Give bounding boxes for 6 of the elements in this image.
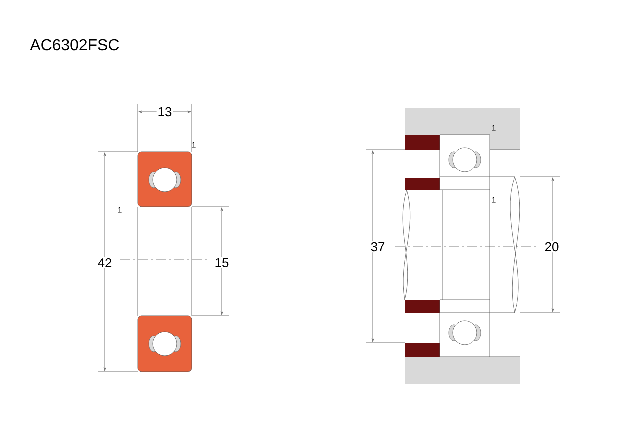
title: AC6302FSC xyxy=(30,39,120,51)
dimension-value: 13 xyxy=(156,106,174,118)
dimension-value: 20 xyxy=(544,241,560,253)
dimension-value: 15 xyxy=(214,257,230,268)
dimension-value: 42 xyxy=(96,257,114,268)
dimension-value: 37 xyxy=(370,241,386,253)
